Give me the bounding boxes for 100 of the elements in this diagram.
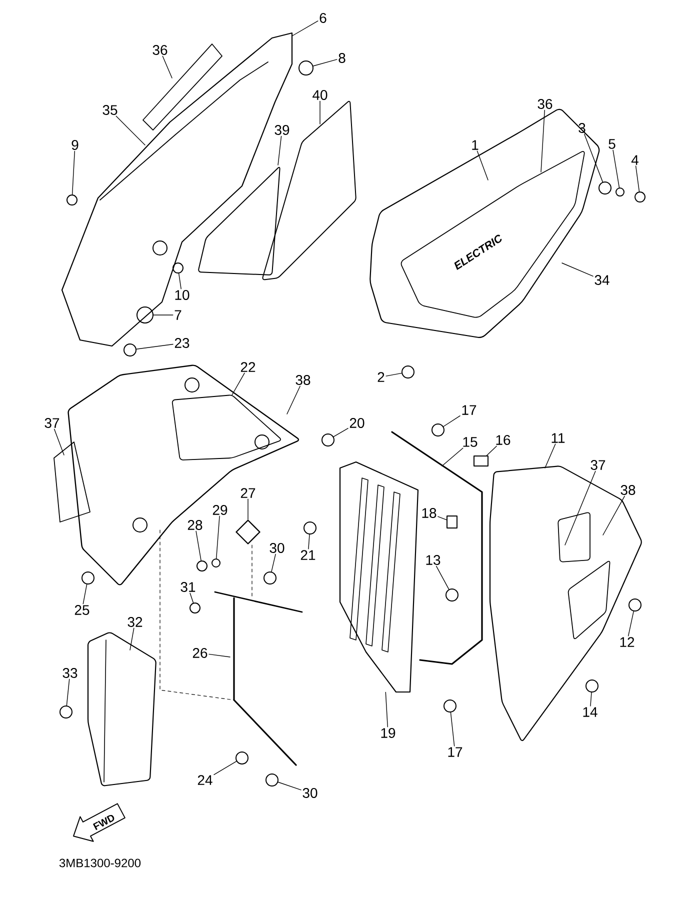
callout-number: 28 [188, 520, 202, 530]
leader-line [564, 470, 596, 546]
leader-line [628, 611, 634, 636]
callout-number: 27 [240, 488, 256, 498]
callout-number: 23 [174, 338, 190, 348]
leader-line [66, 678, 70, 706]
leader-line [54, 428, 64, 456]
callout-number: 38 [296, 375, 310, 385]
fastener [60, 706, 72, 718]
callout-number: 5 [608, 139, 616, 149]
callout-number: 2 [378, 372, 384, 382]
leader-line [590, 692, 592, 706]
fastener [402, 366, 414, 378]
leader-line [196, 530, 202, 561]
callout-number: 36 [538, 99, 552, 109]
leader-line [486, 446, 497, 456]
fastener [598, 182, 612, 194]
callout-number: 30 [302, 788, 318, 798]
leader-line [82, 584, 88, 604]
leader-line [271, 554, 276, 572]
callout-number: 10 [175, 290, 190, 300]
callout-number: 26 [192, 648, 208, 658]
leader-line [312, 59, 338, 66]
callout-number: 21 [300, 550, 316, 560]
leader-line [162, 56, 172, 78]
fastener [124, 344, 136, 356]
leader-line [584, 134, 604, 182]
callout-number: 17 [462, 405, 476, 415]
callout-number: 1 [472, 140, 478, 150]
pad [446, 516, 458, 528]
fastener [266, 774, 278, 786]
leader-line [190, 592, 194, 604]
bracket [236, 520, 260, 544]
leader-line [278, 782, 302, 790]
callout-number: 39 [274, 125, 290, 135]
leader-line [136, 344, 174, 350]
leader-line [562, 262, 594, 277]
fastener [172, 262, 184, 274]
fastener [196, 560, 208, 572]
fastener [628, 598, 642, 612]
leader-line [178, 273, 182, 290]
leader-line [153, 314, 174, 316]
callout-number: 4 [631, 155, 638, 165]
callout-number: 37 [44, 418, 60, 428]
leader-line [476, 150, 488, 180]
leader-line [292, 20, 318, 36]
callout-number: 13 [426, 555, 440, 565]
fastener [634, 192, 646, 202]
callout-number: 12 [620, 637, 634, 647]
part-code: 3MB1300-9200 [59, 858, 141, 868]
leader-line [386, 372, 402, 376]
fastener [82, 572, 94, 584]
leader-line [286, 386, 300, 414]
leader-line [385, 692, 388, 728]
radiator-guard-drawing [339, 461, 419, 693]
callout-number: 30 [270, 543, 284, 553]
leader-line [333, 428, 348, 438]
callout-number: 22 [240, 362, 256, 372]
leader-line [442, 448, 464, 466]
leader-line [635, 166, 640, 192]
fastener [586, 680, 598, 692]
fastener [212, 558, 220, 568]
callout-number: 17 [448, 747, 462, 757]
fastener [304, 522, 316, 534]
fastener [616, 188, 624, 196]
leader-line [116, 116, 146, 146]
callout-number: 9 [72, 140, 78, 150]
leader-line [308, 534, 310, 550]
callout-number: 33 [62, 668, 78, 678]
callout-number: 18 [422, 508, 436, 518]
leader-line [72, 150, 76, 195]
callout-number: 14 [583, 707, 598, 717]
fastener [446, 588, 458, 602]
leader-line [208, 654, 230, 658]
leader-line [278, 136, 282, 166]
callout-number: 31 [180, 582, 196, 592]
callout-number: 38 [620, 485, 636, 495]
callout-number: 7 [174, 310, 182, 320]
callout-number: 8 [338, 53, 346, 63]
leader-line [436, 566, 450, 590]
fastener [432, 424, 444, 436]
callout-number: 19 [381, 728, 396, 738]
leader-line [540, 110, 545, 172]
leader-line [443, 415, 460, 427]
callout-number: 25 [74, 605, 90, 615]
callout-number: 40 [312, 90, 328, 100]
fastener [236, 752, 248, 764]
callout-number: 16 [496, 435, 510, 445]
fastener [298, 60, 314, 76]
fastener [322, 434, 334, 446]
callout-number: 35 [102, 105, 118, 115]
leader-line [232, 372, 245, 396]
fastener [190, 602, 200, 614]
leader-line [130, 628, 134, 650]
callout-number: 36 [152, 45, 168, 55]
fastener [264, 572, 276, 584]
pad [474, 456, 488, 466]
fastener [66, 194, 78, 206]
fastener [136, 306, 154, 324]
leader-line [438, 516, 447, 520]
